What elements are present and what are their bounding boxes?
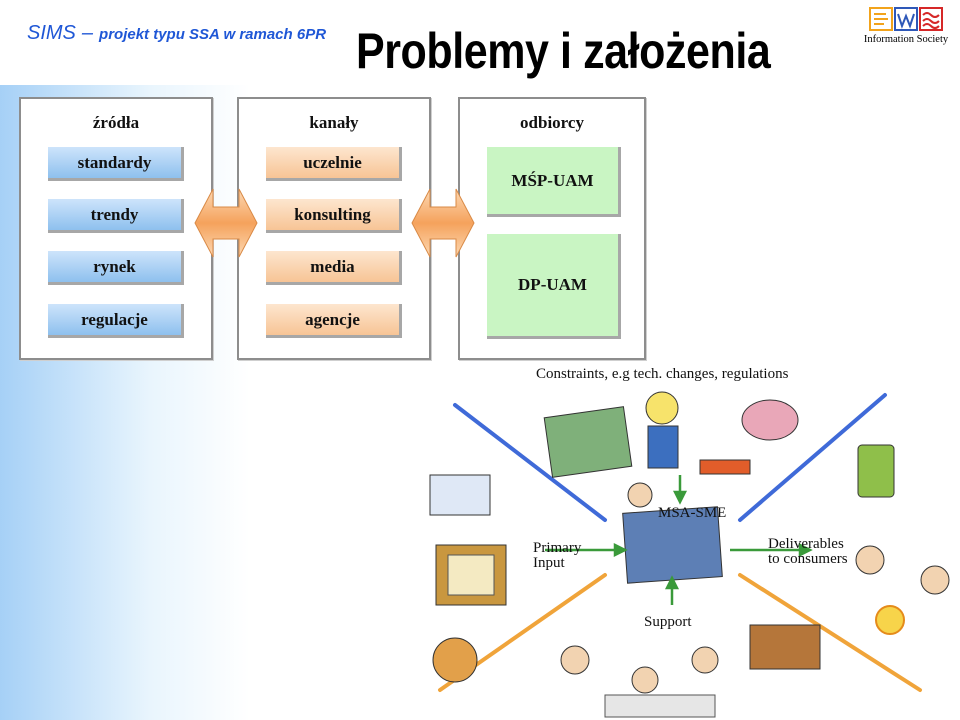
sources-column: źródła standardy trendy rynek regulacje [19, 97, 213, 360]
page-title: Problemy i założenia [356, 23, 771, 79]
deliverables-label-line2: to consumers [768, 551, 848, 567]
constraints-label: Constraints, e.g tech. changes, regulati… [536, 366, 789, 382]
source-box-standards: standardy [48, 147, 184, 181]
channel-box-media: media [266, 251, 402, 285]
brand-dash: – [81, 22, 94, 44]
sources-title: źródła [92, 113, 140, 132]
double-arrow-sources-channels [194, 188, 258, 258]
project-subtitle: projekt typu SSA w ramach 6PR [99, 26, 327, 43]
channel-box-universities: uczelnie [266, 147, 402, 181]
brand-name: SIMS [27, 22, 76, 44]
deliverables-label-line1: Deliverables [768, 536, 844, 552]
double-arrow-channels-receivers [411, 188, 475, 258]
source-box-trends: trendy [48, 199, 184, 233]
channel-box-consulting: konsulting [266, 199, 402, 233]
channels-title: kanały [309, 113, 359, 132]
channels-column: kanały uczelnie konsulting media agencje [237, 97, 431, 360]
msa-sme-illustration: Constraints, e.g tech. changes, regulati… [400, 360, 960, 720]
illustration-artwork [429, 391, 950, 718]
receivers-column: odbiorcy MŚP-UAM DP-UAM [458, 97, 646, 360]
receivers-title: odbiorcy [520, 113, 584, 132]
header-subtitle: SIMS–projekt typu SSA w ramach 6PR [27, 22, 326, 45]
receiver-box-dp-uam: DP-UAM [487, 234, 621, 339]
source-box-market: rynek [48, 251, 184, 285]
receiver-box-msp-uam: MŚP-UAM [487, 147, 621, 217]
primary-input-label-line1: Primary [533, 540, 582, 556]
primary-input-label-line2: Input [533, 555, 565, 571]
msa-sme-label: MSA-SME [658, 505, 727, 521]
channel-box-agencies: agencje [266, 304, 402, 338]
information-society-logo [869, 7, 943, 31]
source-box-regulations: regulacje [48, 304, 184, 338]
logo-caption: Information Society [863, 34, 949, 45]
support-label: Support [644, 614, 692, 630]
